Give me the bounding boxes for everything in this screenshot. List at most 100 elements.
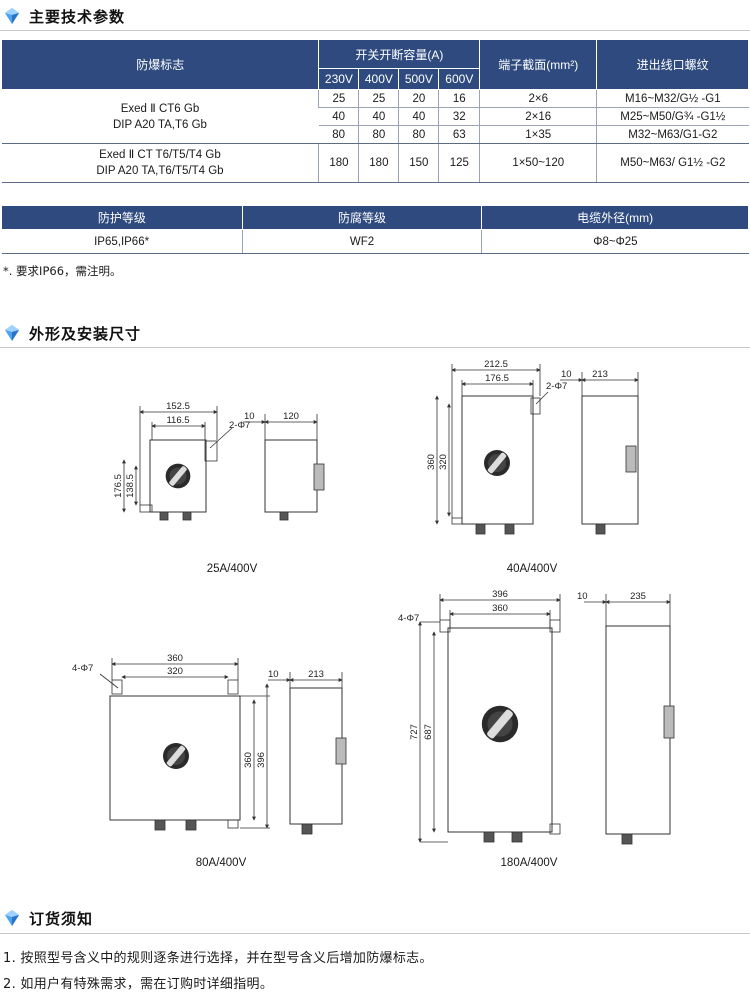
dim-label: 360 (426, 454, 437, 470)
table-cell: 25 (318, 89, 359, 108)
dim-label: 212.5 (484, 359, 508, 370)
dim-label: 360 (492, 603, 508, 614)
mounting-foot (111, 679, 123, 695)
order-note: 2. 如用户有特殊需求，需在订购时详细指明。 (3, 977, 274, 992)
divider (0, 347, 750, 348)
drawing-40a (435, 364, 639, 535)
table-cell: Φ8~Φ25 (481, 229, 749, 254)
table-cell: M50~M63/ G1½ -G2 (596, 143, 749, 183)
table-cell: 32 (438, 107, 480, 126)
header-protection: 防护等级 (1, 205, 243, 230)
dim-label: 687 (423, 724, 434, 740)
header-mark: 防爆标志 (0, 39, 320, 90)
order-note: 1. 按照型号含义中的规则逐条进行选择，并在型号含义后增加防爆标志。 (3, 951, 433, 966)
dim-label: 10 (268, 669, 279, 680)
mounting-foot (227, 819, 239, 829)
enclosure-side (605, 625, 671, 835)
header-voltage: 400V (358, 68, 400, 90)
table-cell: 40 (318, 107, 359, 126)
mounting-foot (227, 679, 239, 695)
cable-gland (475, 523, 486, 535)
mark-line: Exed Ⅱ CT T6/T5/T4 Gb (99, 149, 221, 161)
dim-label: 176.5 (485, 373, 509, 384)
drawing-80a (99, 658, 347, 835)
cable-gland (595, 523, 606, 535)
rotary-knob (165, 463, 191, 489)
enclosure-front (149, 439, 207, 513)
cable-gland (511, 831, 523, 843)
dim-label: 727 (409, 724, 420, 740)
table-cell: 80 (398, 125, 439, 144)
dim-label: 2-Φ7 (546, 381, 567, 392)
drawing-caption: 25A/400V (207, 563, 258, 575)
dim-label: 120 (283, 411, 299, 422)
cable-gland (621, 833, 633, 845)
section-title: 订货须知 (29, 909, 94, 928)
dim-label: 4-Φ7 (398, 613, 419, 624)
mark-line: DIP A20 TA,T6 Gb (112, 118, 207, 131)
rating-table: 防护等级 防腐等级 电缆外径(mm) IP65,IP66* WF2 Φ8~Φ25 (1, 205, 749, 254)
table-cell: 2×6 (479, 89, 597, 108)
table-cell: 180 (358, 143, 399, 183)
handle-side (663, 705, 675, 739)
section-title: 外形及安装尺寸 (29, 324, 142, 343)
dim-label: 138.5 (125, 474, 136, 498)
mark-cell: Exed Ⅱ CT6 Gb DIP A20 TA,T6 Gb (1, 89, 319, 144)
table-cell: M16~M32/G½ -G1 (596, 89, 749, 108)
dim-label: 4-Φ7 (72, 663, 93, 674)
drawing-caption: 180A/400V (501, 857, 558, 869)
dim-label: 396 (492, 589, 508, 600)
header-capacity: 开关开断容量(A) (318, 39, 481, 69)
cable-gland (154, 819, 166, 831)
mounting-foot (451, 517, 463, 525)
dim-label: 10 (244, 411, 255, 422)
rotary-knob (481, 705, 519, 743)
drawing-25a (122, 406, 325, 521)
table-cell: WF2 (241, 229, 482, 254)
table-cell: 20 (398, 89, 439, 108)
mark-cell: Exed Ⅱ CT T6/T5/T4 Gb DIP A20 TA,T6/T5/T… (1, 143, 319, 183)
handle-side (625, 445, 637, 473)
mounting-foot (204, 440, 218, 462)
header-voltage: 600V (438, 68, 481, 90)
mounting-foot (139, 504, 153, 513)
dim-label: 213 (308, 669, 324, 680)
cable-gland (483, 831, 495, 843)
table-cell: 63 (438, 125, 480, 144)
enclosure-front (447, 627, 553, 833)
divider (0, 933, 750, 934)
rotary-knob (163, 743, 189, 769)
mounting-foot (530, 397, 541, 415)
table-cell: 40 (398, 107, 439, 126)
table-cell: 2×16 (479, 107, 597, 126)
table-cell: 25 (358, 89, 399, 108)
table-cell: 1×35 (479, 125, 597, 144)
enclosure-side (581, 395, 639, 525)
table-cell: 80 (358, 125, 399, 144)
table-cell: M25~M50/G¾ -G1½ (596, 107, 749, 126)
cable-gland (504, 523, 515, 535)
mounting-foot (549, 823, 561, 835)
header-voltage: 500V (398, 68, 440, 90)
rotary-knob (484, 450, 510, 476)
table-cell: 150 (398, 143, 439, 183)
mark-line: Exed Ⅱ CT6 Gb (120, 102, 200, 115)
drawing-180a (418, 594, 675, 845)
table-cell: 40 (358, 107, 399, 126)
dim-label: 213 (592, 369, 608, 380)
dim-label: 10 (577, 591, 588, 602)
dim-label: 2-Φ7 (229, 420, 250, 431)
drawing-caption: 40A/400V (507, 563, 558, 575)
dim-label: 10 (561, 369, 572, 380)
table-cell: 125 (438, 143, 480, 183)
header-corrosion: 防腐等级 (241, 205, 483, 230)
section-title: 主要技术参数 (29, 7, 126, 26)
header-voltage: 230V (318, 68, 360, 90)
enclosure-side (289, 687, 343, 825)
header-thread: 进出线口螺纹 (596, 39, 749, 90)
divider (0, 30, 750, 31)
table-cell: 80 (318, 125, 359, 144)
enclosure-side (264, 439, 318, 513)
spec-table: 防爆标志 开关开断容量(A) 端子截面(mm²) 进出线口螺纹 230V 400… (0, 39, 749, 183)
dim-label: 176.5 (113, 474, 124, 498)
